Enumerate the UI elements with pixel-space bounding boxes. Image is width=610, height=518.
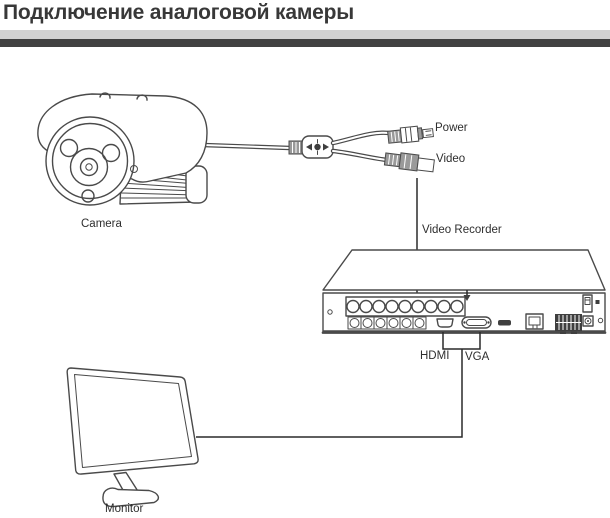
camera-face [45,116,135,206]
bnc-strip [345,296,466,317]
divider-bar-dark [0,39,610,47]
recorder-lid [322,249,606,291]
camera-lens [69,147,109,187]
monitor-screen [66,367,199,475]
power-connector-icon [387,125,434,144]
page-title: Подключение аналоговой камеры [3,1,354,24]
hdmi-label: HDMI [420,350,450,362]
video-label: Video [436,153,466,165]
usb-port [498,320,511,326]
camera-back-cap [185,165,208,204]
bnc-row-2 [347,316,427,330]
insert-arrow-icon [463,290,471,301]
monitor-base [102,487,160,508]
monitor-label: Monitor [105,503,144,515]
camera-ir-led [101,143,121,163]
splitter-icon [288,130,392,163]
camera-icon [37,92,208,206]
power-switch [582,294,600,313]
dc-power-jack [582,315,594,327]
hdmi-port [436,318,454,328]
vga-label: VGA [465,351,490,363]
video-recorder-icon [321,249,607,334]
camera-ir-led [59,138,79,158]
vga-port [461,316,492,329]
camera-cable [200,142,293,151]
video-connector-icon [383,152,435,173]
video-recorder-label: Video Recorder [422,224,502,236]
camera-label: Camera [81,218,122,230]
ethernet-port [525,313,544,330]
divider-bar-light [0,30,610,39]
output-connection-lines [196,332,481,438]
terminal-block [555,314,582,334]
power-label: Power [435,122,468,134]
monitor-icon [66,367,199,508]
